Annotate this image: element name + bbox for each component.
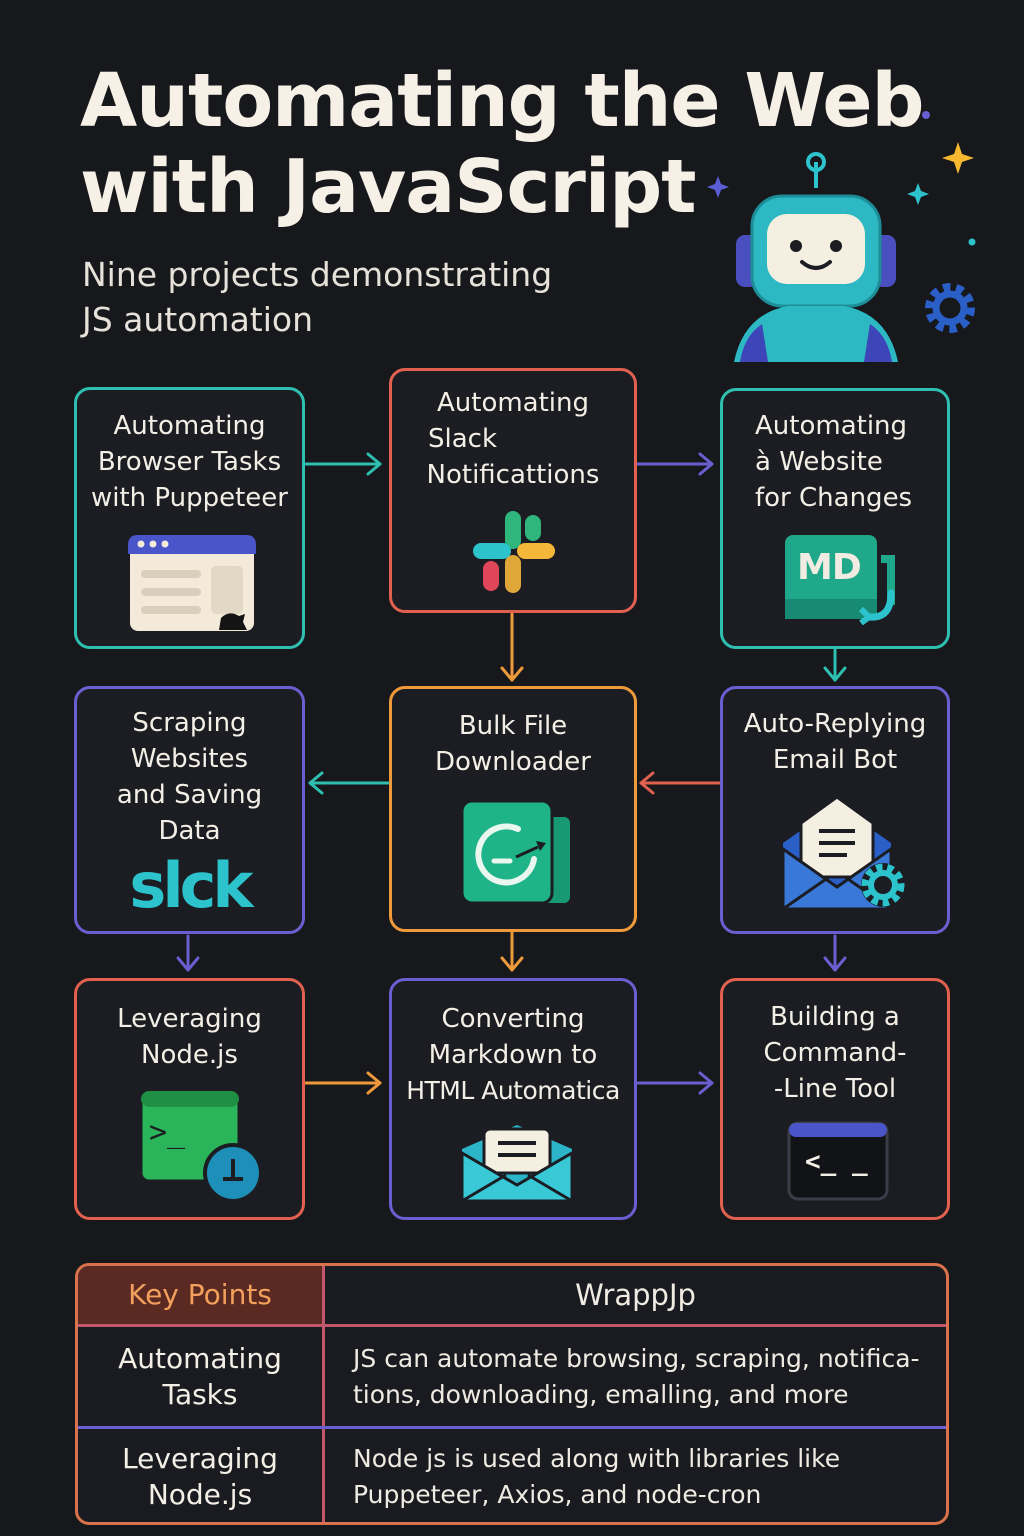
card-puppeteer: Automating Browser Tasks with Puppeteer — [74, 387, 305, 649]
table-header-key-points: Key Points — [78, 1266, 325, 1324]
table-header-wrapup: WrappJp — [575, 1278, 696, 1312]
subtitle-line-1: Nine projects demonstrating — [82, 255, 553, 294]
arrow-right — [304, 1071, 382, 1095]
arrow-right — [636, 452, 714, 476]
card-title: Scraping Websites and Saving Data — [116, 708, 263, 846]
card-email-bot: Auto-Replying Email Bot — [720, 686, 950, 934]
card-cli: Building a Command- -Line Tool <_ _ — [720, 978, 950, 1220]
arrow-down — [500, 930, 524, 972]
page-title: Automating the Web with JavaScript — [80, 58, 925, 230]
email-gear-icon — [781, 795, 905, 911]
arrow-down — [823, 934, 847, 972]
arrow-right — [304, 452, 382, 476]
slack-logo-icon — [473, 511, 555, 593]
table-header-row: Key Points WrappJp — [78, 1266, 946, 1324]
card-title: Automating à Website for Changes — [755, 411, 913, 513]
sparkle-icon — [707, 176, 729, 198]
card-nodejs: Leveraging Node.js >_ — [74, 978, 305, 1220]
card-title: Automating Slack Notificattions — [426, 388, 600, 490]
download-file-icon — [460, 799, 570, 905]
card-scraping: Scraping Websites and Saving Data slck — [74, 686, 305, 934]
page-subtitle: Nine projects demonstrating JS automatio… — [82, 252, 552, 342]
markdown-file-icon: MD — [783, 533, 913, 625]
card-title: Building a Command- -Line Tool — [763, 1002, 907, 1104]
title-line-1: Automating the Web — [80, 58, 925, 144]
table-row-text: Node js is used along with libraries lik… — [353, 1444, 841, 1509]
card-title: Auto-Replying Email Bot — [743, 709, 927, 775]
gear-icon — [861, 863, 905, 907]
card-title: Converting Markdown to HTML Automatica — [406, 1004, 620, 1105]
arrow-left — [308, 771, 390, 795]
card-slack: Automating Slack Notificattions — [389, 368, 637, 613]
arrow-left — [639, 771, 721, 795]
command-prompt-label: <_ _ — [805, 1147, 868, 1177]
markdown-file-label: MD — [797, 547, 862, 588]
gear-icon — [925, 283, 975, 333]
card-downloader: Bulk File Downloader — [389, 686, 637, 932]
card-title: Bulk File Downloader — [435, 711, 591, 777]
subtitle-line-2: JS automation — [82, 300, 314, 339]
browser-window-icon — [126, 533, 258, 635]
robot-mascot-icon — [707, 111, 976, 362]
arrow-right — [636, 1071, 714, 1095]
command-line-icon: <_ _ — [787, 1121, 889, 1201]
arrow-down — [823, 648, 847, 682]
wordmark-icon: slck — [129, 849, 253, 922]
card-website-changes: Automating à Website for Changes MD — [720, 388, 950, 649]
card-markdown-html: Converting Markdown to HTML Automatica — [389, 978, 637, 1220]
envelope-icon — [460, 1125, 574, 1203]
table-row-text: JS can automate browsing, scraping, noti… — [353, 1343, 920, 1409]
card-title: Automating Browser Tasks with Puppeteer — [90, 411, 288, 513]
sparkle-icon — [907, 183, 929, 205]
card-title: Leveraging Node.js — [117, 1004, 262, 1070]
arrow-down — [176, 934, 200, 972]
terminal-prompt-label: >_ — [149, 1115, 186, 1150]
arrow-down — [500, 612, 524, 682]
terminal-clock-icon: >_ — [139, 1089, 263, 1205]
title-line-2: with JavaScript — [80, 144, 697, 230]
sparkle-icon — [942, 142, 974, 174]
